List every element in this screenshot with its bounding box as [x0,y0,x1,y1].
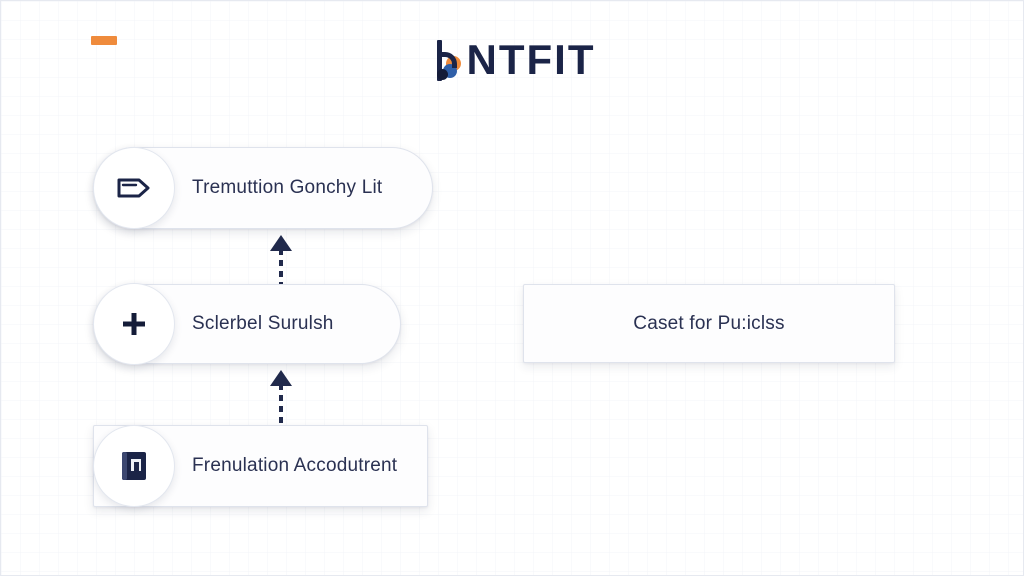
brand-wordmark: NTFIT [466,36,596,83]
flow-connector-1 [270,235,292,287]
side-panel-label: Caset for Pu:iclss [633,312,785,334]
arrow-up-icon [270,235,292,251]
flow-step-3-badge [93,425,175,507]
flow-step-2-label: Sclerbel Surulsh [192,313,334,334]
flow-step-card-2[interactable]: Sclerbel Surulsh [93,283,401,365]
flow-connector-2 [270,370,292,424]
tag-icon [117,178,150,198]
connector-shaft [279,249,283,287]
plus-icon [123,313,145,335]
arrow-up-icon [270,370,292,386]
flow-step-1-badge [93,147,175,229]
flow-step-2-badge [93,283,175,365]
brand-logo: NTFIT [1,31,1024,89]
flow-step-card-1[interactable]: Tremuttion Gonchy Lit [93,147,433,229]
flow-step-3-label: Frenulation Accodutrent [192,455,398,476]
flow-step-card-3[interactable]: Frenulation Accodutrent [93,425,428,507]
book-icon [122,452,146,480]
flow-step-1-label: Tremuttion Gonchy Lit [192,177,383,198]
brand-mark-icon [431,38,465,82]
connector-shaft [279,384,283,424]
side-panel[interactable]: Caset for Pu:iclss [523,284,895,363]
brand-accent-bar [91,36,117,45]
